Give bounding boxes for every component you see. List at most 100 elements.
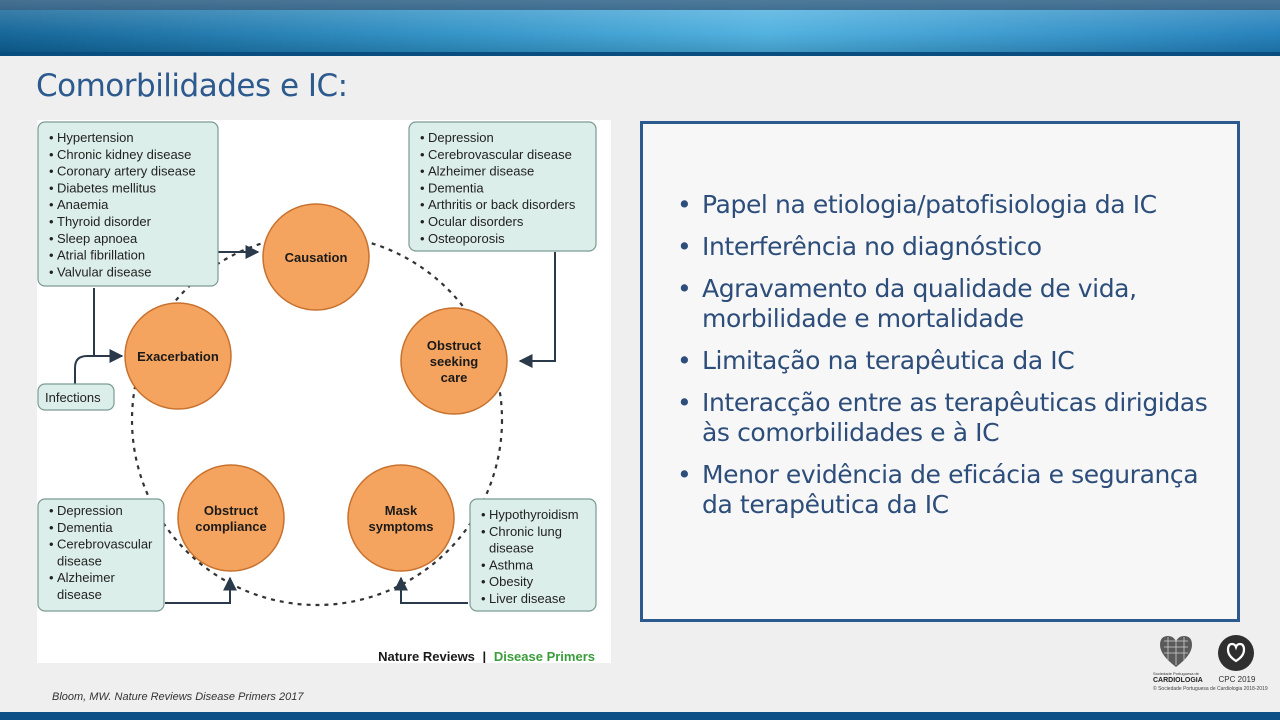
list-item: Infections: [45, 390, 101, 405]
list-bullet: •: [481, 557, 486, 572]
list-bullet: •: [481, 524, 486, 539]
list-item: Anaemia: [57, 197, 109, 212]
logos: Sociedade Portuguesa de: [1153, 635, 1254, 676]
arrow-mask-list-to-mask-symptoms: [394, 576, 468, 604]
list-bullet: •: [481, 574, 486, 589]
cpc-heart-logo-icon: [1218, 635, 1254, 671]
list-item: Diabetes mellitus: [57, 180, 156, 195]
list-item: Asthma: [489, 557, 534, 572]
infections-box: Infections: [37, 383, 115, 411]
node-label-line: Obstruct: [427, 338, 482, 353]
list-item: Alzheimer disease: [428, 164, 534, 179]
footer-bar: [0, 712, 1280, 720]
list-bullet: •: [420, 197, 425, 212]
arrow-compliance-list-to-obstruct-compliance: [165, 576, 237, 604]
list-item: Cerebrovascular: [57, 537, 153, 552]
seeking-care-list-text: •Depression•Cerebrovascular disease•Alzh…: [420, 130, 576, 246]
bullet-dot: •: [677, 460, 692, 489]
bullet-dot: •: [677, 232, 692, 261]
list-bullet: •: [49, 164, 54, 179]
seeking-care-list-box: •Depression•Cerebrovascular disease•Alzh…: [408, 121, 597, 252]
list-item: Hypothyroidism: [489, 507, 579, 522]
spc-logo-label: CARDIOLOGIA: [1153, 677, 1203, 684]
list-bullet: •: [49, 197, 54, 212]
node-label-line: Obstruct: [204, 503, 259, 518]
list-item: Valvular disease: [57, 264, 151, 279]
arrow-causation-list-to-exacerbation: [93, 288, 124, 363]
comorbidity-diagram: •Hypertension•Chronic kidney disease•Cor…: [37, 120, 611, 663]
list-item: Hypertension: [57, 130, 134, 145]
bullet-dot: •: [677, 388, 692, 417]
slide-title: Comorbilidades e IC:: [36, 68, 348, 104]
list-item: Thyroid disorder: [57, 214, 152, 229]
journal-series: Disease Primers: [494, 649, 595, 663]
node-label-line: Mask: [385, 503, 418, 518]
list-bullet: •: [49, 537, 54, 552]
list-bullet: •: [481, 507, 486, 522]
journal-separator: |: [483, 649, 487, 663]
list-bullet: •: [420, 214, 425, 229]
banner-top-stripe: [0, 0, 1280, 10]
list-bullet: •: [49, 503, 54, 518]
list-item: disease: [57, 587, 102, 602]
node-label-line: Exacerbation: [137, 349, 219, 364]
spc-heart-logo-icon: [1160, 636, 1192, 667]
node-label-line: Causation: [285, 250, 348, 265]
list-item: Liver disease: [489, 591, 566, 606]
list-bullet: •: [49, 231, 54, 246]
list-item: Arthritis or back disorders: [428, 197, 576, 212]
list-item: Depression: [57, 503, 123, 518]
list-bullet: •: [420, 147, 425, 162]
list-item: Obesity: [489, 574, 534, 589]
list-bullet: •: [49, 248, 54, 263]
list-bullet: •: [49, 147, 54, 162]
node-label-line: care: [441, 370, 468, 385]
list-item: Atrial fibrillation: [57, 248, 145, 263]
bullet-text: Interferência no diagnóstico: [702, 232, 1042, 261]
summary-bullet-list: •Papel na etiologia/patofisiologia da IC…: [677, 190, 1227, 532]
bullet-item: • Menor evidência de eficácia e segurança…: [677, 460, 1227, 520]
list-bullet: •: [420, 231, 425, 246]
list-bullet: •: [420, 130, 425, 145]
list-bullet: •: [420, 180, 425, 195]
bullet-text: Interacção entre as terapêuticas dirigid…: [702, 388, 1208, 447]
banner-glow: [0, 0, 1280, 56]
list-item: Dementia: [57, 520, 113, 535]
causation-list-text: •Hypertension•Chronic kidney disease•Cor…: [49, 130, 196, 279]
list-bullet: •: [49, 264, 54, 279]
cpc-logo-label: CPC 2019: [1218, 675, 1256, 684]
node-label-line: symptoms: [368, 519, 433, 534]
list-item: Coronary artery disease: [57, 164, 196, 179]
bullet-text: Agravamento da qualidade de vida, morbil…: [702, 274, 1137, 333]
list-item: Ocular disorders: [428, 214, 524, 229]
list-bullet: •: [49, 214, 54, 229]
list-item: Alzheimer: [57, 570, 115, 585]
spc-small-label: Sociedade Portuguesa de: [1153, 671, 1200, 676]
list-item: Dementia: [428, 180, 484, 195]
list-item: disease: [489, 541, 534, 556]
bullet-dot: •: [677, 274, 692, 303]
bullet-text: Menor evidência de eficácia e segurança …: [702, 460, 1199, 519]
node-causation: Causation: [262, 203, 370, 311]
cycle-ring: [130, 233, 504, 607]
bullet-item: • Interacção entre as terapêuticas dirigi…: [677, 388, 1227, 448]
infections-label: Infections: [45, 390, 101, 405]
bullet-item: • Interferência no diagnóstico: [677, 232, 1227, 262]
list-bullet: •: [49, 570, 54, 585]
journal-credit: Nature Reviews | Disease Primers: [378, 649, 595, 663]
node-exacerbation-label: Exacerbation: [137, 349, 219, 364]
list-item: Depression: [428, 130, 494, 145]
list-item: Osteoporosis: [428, 231, 505, 246]
list-bullet: •: [49, 180, 54, 195]
list-bullet: •: [49, 130, 54, 145]
header-banner: [0, 0, 1280, 56]
node-label-line: seeking: [430, 354, 478, 369]
bullet-dot: •: [677, 346, 692, 375]
